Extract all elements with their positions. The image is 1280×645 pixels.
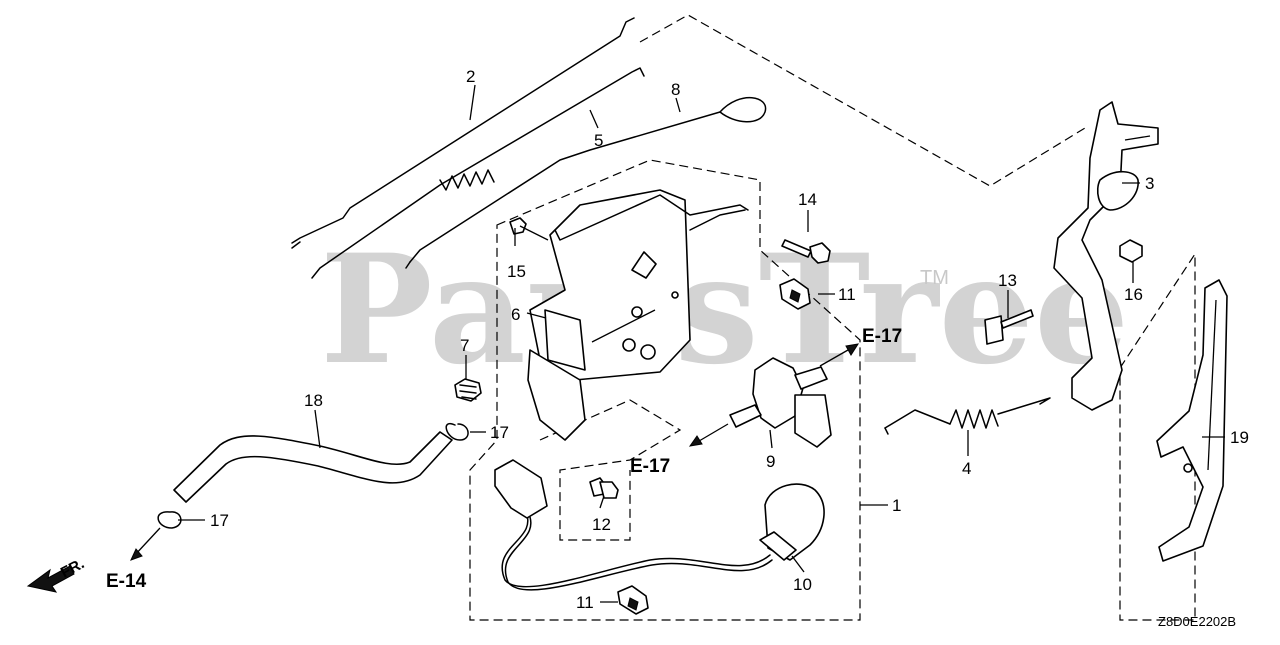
part-7-spring [454,378,482,402]
diagram-code: Z8D0E2202B [1158,614,1236,629]
section-references: E-17 E-17 E-14 [106,326,902,592]
part-9-valve [729,357,832,448]
part-3-lever [1053,101,1159,411]
callout-13: 13 [998,271,1017,290]
part-5-rod-spring [311,67,645,279]
callout-11-lower: 11 [576,593,594,612]
callout-15: 15 [507,262,526,281]
part-10-choke-knob [759,483,825,561]
part-19-bracket [1156,279,1228,562]
part-16-nut [1119,239,1143,263]
part-4-spring [884,397,1051,435]
callout-2: 2 [466,67,475,86]
part-14-bolt [781,239,831,264]
callout-10: 10 [793,575,812,594]
callout-6: 6 [511,305,520,324]
reference-e17-upper: E-17 [862,326,902,347]
front-direction-arrow: FR. [26,555,87,593]
watermark: PartsTree TM [320,222,1129,398]
part-2-rod [291,17,635,249]
svg-text:PartsTree: PartsTree [320,222,1129,398]
callout-16: 16 [1124,285,1143,304]
part-11-clip-upper [779,278,811,310]
part-12-screw [589,477,619,499]
callout-18: 18 [304,391,323,410]
part-13-bolt [984,309,1034,345]
svg-text:TM: TM [920,267,949,289]
callout-1: 1 [892,496,901,515]
leader-lines [130,84,1225,603]
part-8-rod [405,96,767,269]
callout-14: 14 [798,190,817,209]
callout-9: 9 [766,452,775,471]
part-6-control-bracket [527,189,749,441]
callout-3: 3 [1145,174,1154,193]
callouts: 2 5 8 3 14 15 11 16 13 6 7 17 9 4 19 18 … [210,67,1249,612]
callout-19: 19 [1230,428,1249,447]
part-15-bolt [509,217,549,241]
callout-8: 8 [671,80,680,99]
callout-7: 7 [460,336,469,355]
part-17-clips [157,422,469,529]
callout-17-right: 17 [490,423,509,442]
callout-11-upper: 11 [838,285,856,304]
reference-e14: E-14 [106,571,147,592]
callout-5: 5 [594,131,603,150]
callout-12: 12 [592,515,611,534]
part-18-tube [173,431,453,503]
part-11-clip-lower [617,585,649,615]
callout-4: 4 [962,459,971,478]
callout-17-left: 17 [210,511,229,530]
wire-harness [494,459,773,591]
reference-e17-lower: E-17 [630,456,670,477]
